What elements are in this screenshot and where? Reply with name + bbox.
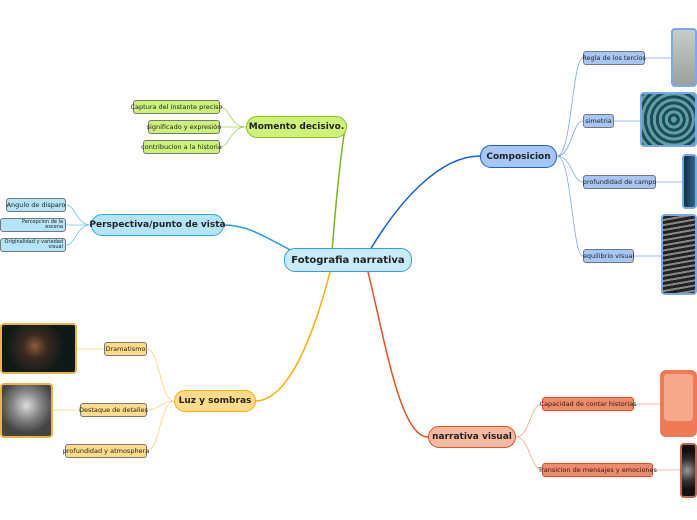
subtopic[interactable]: simetria (583, 114, 614, 128)
storytelling-card-inner (664, 374, 693, 422)
topic-narrativa-visual[interactable]: narrativa visual (428, 426, 516, 448)
emotions-image (680, 443, 697, 498)
statue-detail-image (0, 383, 53, 438)
subtopic[interactable]: Regla de los tercios (582, 51, 646, 65)
storytelling-card (660, 370, 697, 437)
subtopic[interactable]: Destaque de detalles (79, 403, 148, 417)
subtopic[interactable]: Originalidad y variedad visual (0, 238, 66, 252)
topic-composicion[interactable]: Composicion (480, 145, 557, 168)
dramatic-portrait-image (0, 323, 77, 374)
subtopic[interactable]: Captura del instante preciso (131, 100, 223, 114)
topic-momento-decisivo[interactable]: Momento decisivo. (246, 116, 347, 138)
symmetry-image (640, 92, 697, 147)
subtopic[interactable]: equilibrio visual (583, 249, 634, 263)
subtopic[interactable]: profundidad y atmosphera (63, 444, 149, 458)
subtopic[interactable]: Angulo de disparo (6, 198, 66, 212)
visual-balance-image (661, 214, 697, 295)
subtopic[interactable]: Percepcion de la escena (0, 218, 66, 232)
depth-of-field-image (682, 154, 697, 209)
subtopic[interactable]: profundidad de campo (583, 175, 656, 189)
subtopic[interactable]: significado y expresión (147, 120, 221, 134)
topic-perspectiva[interactable]: Perspectiva/punto de vista (89, 214, 226, 236)
subtopic[interactable]: Transicion de mensajes y emociones (538, 463, 657, 477)
rule-of-thirds-image (671, 28, 697, 87)
subtopic[interactable]: Dramatismo (104, 342, 147, 356)
topic-luz-y-sombras[interactable]: Luz y sombras (174, 390, 256, 412)
subtopic[interactable]: contribucion a la historia (141, 140, 222, 154)
central-topic[interactable]: Fotografia narrativa (284, 248, 412, 272)
subtopic[interactable]: Capacidad de contar historias (539, 397, 637, 411)
